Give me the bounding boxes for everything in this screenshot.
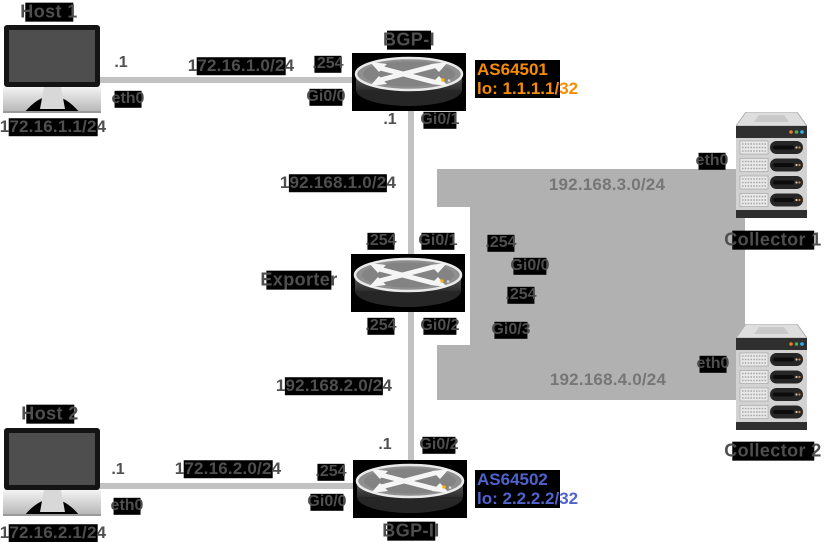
- bgp2-as-number: AS64502: [477, 470, 548, 489]
- bgp1-gi01-addr-label: .1: [383, 110, 397, 128]
- collector1-server-icon: [736, 112, 807, 218]
- collector1-eth0-label: eth0: [695, 151, 729, 170]
- bgp1-title: BGP-I: [382, 29, 436, 50]
- bgp2-title: BGP-II: [382, 520, 440, 541]
- host2-eth0-label: eth0: [110, 496, 144, 515]
- bgp1-gi01-label: Gi0/1: [420, 110, 460, 129]
- exporter-gi00-addr-label: .254: [485, 233, 517, 252]
- exporter-gi03-label: Gi0/3: [491, 320, 531, 339]
- exporter-gi01-label: Gi0/1: [418, 231, 458, 250]
- link-bgp1-exporter: [408, 108, 414, 258]
- collector2-server-icon: [736, 324, 807, 430]
- exporter-gi02-label: Gi0/2: [420, 316, 460, 335]
- collector-links-region: [437, 169, 745, 400]
- host2-monitor-icon: [3, 428, 101, 516]
- collector2-title: Collector 2: [724, 440, 822, 461]
- bgp2-gi00-addr-label: .254: [315, 462, 347, 481]
- bgp1-as-number: AS64501: [477, 60, 548, 79]
- net-label-exporter-collector2: 192.168.4.0/24: [549, 370, 667, 390]
- exporter-gi03-addr-label: .254: [505, 285, 537, 304]
- exporter-router-icon: [351, 254, 465, 312]
- exporter-gi00-label: Gi0/0: [510, 256, 550, 275]
- bgp1-loopback: lo: 1.1.1.1/32: [477, 79, 579, 98]
- net-label-host1-bgp1: 172.16.1.0/24: [187, 56, 295, 76]
- host2-title: Host 2: [21, 403, 79, 424]
- bgp1-gi00-label: Gi0/0: [306, 87, 346, 106]
- bgp2-gi00-label: Gi0/0: [307, 492, 347, 511]
- link-host1-bgp1: [100, 77, 353, 83]
- link-exporter-bgp2: [408, 309, 414, 465]
- bgp2-as-label: AS64502 lo: 2.2.2.2/32: [474, 470, 579, 508]
- bgp1-as-label: AS64501 lo: 1.1.1.1/32: [474, 60, 579, 98]
- net-label-exporter-bgp2: 192.168.2.0/24: [275, 376, 393, 396]
- exporter-title: Exporter: [260, 269, 338, 290]
- bgp2-gi02-addr-label: .1: [378, 435, 392, 453]
- exporter-gi02-addr-label: .254: [365, 316, 397, 335]
- bgp2-gi02-label: Gi0/2: [419, 435, 459, 454]
- exporter-gi01-addr-label: .254: [365, 231, 397, 250]
- host1-eth0-label: eth0: [111, 89, 145, 108]
- host1-addr-label: .1: [114, 53, 128, 71]
- host1-title: Host 1: [20, 1, 78, 22]
- host1-monitor-icon: [3, 25, 101, 113]
- bgp1-router-icon: [352, 53, 466, 111]
- net-label-bgp1-exporter: 192.168.1.0/24: [279, 173, 397, 193]
- collector2-eth0-label: eth0: [696, 354, 730, 373]
- collector1-title: Collector 1: [724, 229, 822, 250]
- net-label-host2-bgp2: 172.16.2.0/24: [174, 459, 282, 479]
- link-host2-bgp2: [100, 483, 353, 489]
- bgp2-loopback: lo: 2.2.2.2/32: [477, 489, 579, 508]
- net-label-exporter-collector1: 192.168.3.0/24: [548, 175, 666, 195]
- bgp2-router-icon: [353, 460, 467, 518]
- host1-ip-label: 172.16.1.1/24: [0, 117, 107, 137]
- host2-addr-label: .1: [111, 460, 125, 478]
- host2-ip-label: 172.16.2.1/24: [0, 523, 107, 542]
- bgp1-gi00-addr-label: .254: [312, 54, 344, 73]
